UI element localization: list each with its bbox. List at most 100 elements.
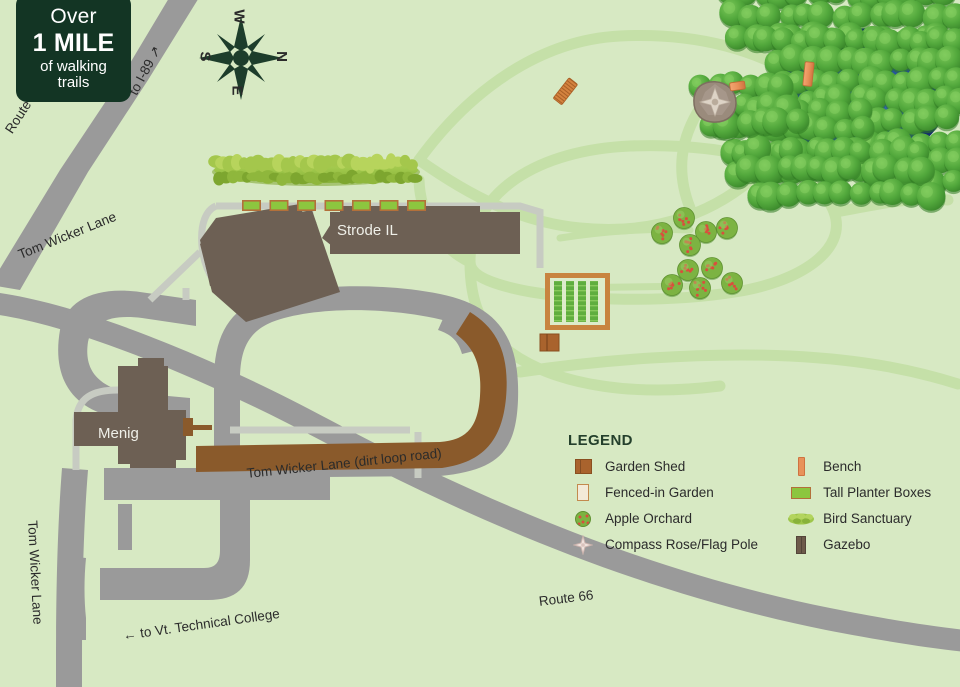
apple-tree-highlight xyxy=(724,275,733,284)
badge-line-2: 1 MILE xyxy=(32,28,115,57)
legend-label: Garden Shed xyxy=(605,459,686,474)
menig-roof-stub xyxy=(138,358,164,370)
apple-fruit xyxy=(683,266,687,270)
tree-highlight xyxy=(776,98,789,111)
forest-tree xyxy=(880,108,904,131)
bird-sanctuary-icon xyxy=(786,509,816,528)
tree-highlight xyxy=(893,139,906,152)
planter-box xyxy=(298,201,315,210)
tree-highlight xyxy=(734,144,745,155)
tree-highlight xyxy=(756,29,767,40)
legend-item-fenced-garden: Fenced-in Garden xyxy=(568,482,758,503)
apple-fruit xyxy=(706,264,710,268)
apple-fruit xyxy=(678,218,682,222)
forest-tree xyxy=(828,0,844,4)
gazebo xyxy=(693,81,737,123)
legend-item-bench: Bench xyxy=(786,456,948,477)
legend-label: Bird Sanctuary xyxy=(823,511,912,526)
tree-highlight xyxy=(760,185,773,198)
tree-highlight xyxy=(747,99,760,113)
tall-planter-boxes xyxy=(242,200,426,211)
tree-highlight xyxy=(854,51,867,64)
forest-tree xyxy=(907,156,935,184)
apple-tree-highlight xyxy=(676,210,685,219)
apple-fruit xyxy=(734,287,738,291)
planter-box xyxy=(243,201,260,210)
tree-highlight xyxy=(820,49,833,62)
tree-highlight xyxy=(866,29,878,41)
compass-rose-icon xyxy=(568,534,598,555)
tree-highlight xyxy=(758,159,771,172)
benches xyxy=(553,61,815,105)
planter-box-icon xyxy=(786,483,816,502)
forest-tree xyxy=(916,182,946,211)
legend-item-compass-rose: Compass Rose/Flag Pole xyxy=(568,534,758,555)
tree-highlight xyxy=(903,186,913,196)
tree-highlight xyxy=(759,6,770,17)
apple-fruit xyxy=(725,277,729,281)
apple-fruit xyxy=(661,233,665,237)
tree-highlight xyxy=(945,31,957,42)
tree-highlight xyxy=(875,73,887,85)
apple-fruit xyxy=(696,287,699,291)
legend-column-left: Garden Shed Fenced-in Garden Apple Orcha… xyxy=(568,456,758,555)
tree-highlight xyxy=(723,1,736,14)
planter-box xyxy=(381,201,397,210)
apple-fruit xyxy=(678,213,682,217)
tree-highlight xyxy=(758,76,771,88)
tree-highlight xyxy=(911,160,923,172)
tree-highlight xyxy=(861,69,874,81)
tom-wicker-lane-connector xyxy=(58,555,86,640)
walking-trails-badge: Over 1 MILE of walking trails xyxy=(16,0,131,103)
forest-tree xyxy=(898,0,926,28)
tree-highlight xyxy=(884,111,894,121)
tree-highlight xyxy=(947,70,958,81)
apple-fruit xyxy=(684,217,688,221)
tree-highlight xyxy=(779,184,791,196)
tree-highlight xyxy=(817,141,829,153)
tree-highlight xyxy=(691,77,702,88)
apple-fruit xyxy=(732,284,736,288)
forest-tree xyxy=(849,182,873,205)
bird-sanctuary-hedge xyxy=(208,153,423,186)
legend-column-right: Bench Tall Planter Boxes xyxy=(786,456,948,555)
apple-fruit xyxy=(723,221,727,225)
tree-highlight xyxy=(900,29,911,40)
badge-line-1: Over xyxy=(50,5,97,28)
legend-label: Apple Orchard xyxy=(605,511,693,526)
tree-highlight xyxy=(828,87,840,99)
forest-tree xyxy=(837,155,862,180)
tree-highlight xyxy=(929,29,940,40)
apple-fruit xyxy=(728,283,731,287)
forest-tree xyxy=(934,104,960,130)
tree-highlight xyxy=(920,185,933,198)
apple-tree xyxy=(689,277,711,299)
tree-highlight xyxy=(948,133,959,144)
forest-trees xyxy=(688,0,960,213)
tree-highlight xyxy=(808,27,820,39)
forest-tree xyxy=(786,108,810,132)
garden-shed xyxy=(539,333,560,352)
apple-fruit xyxy=(687,220,691,224)
tree-highlight xyxy=(740,113,752,125)
apple-fruit xyxy=(670,281,674,285)
apple-fruit xyxy=(707,231,711,235)
garden-row xyxy=(578,281,586,322)
tree-highlight xyxy=(945,6,957,18)
apple-fruit xyxy=(705,224,709,228)
tree-highlight xyxy=(840,50,852,61)
tree-highlight xyxy=(781,158,791,169)
tree-highlight xyxy=(802,49,815,62)
tree-highlight xyxy=(947,150,959,163)
tree-highlight xyxy=(917,108,929,120)
tree-highlight xyxy=(821,74,833,86)
tree-highlight xyxy=(783,7,794,17)
forest-tree xyxy=(850,115,875,140)
legend-label: Tall Planter Boxes xyxy=(823,485,932,500)
tree-highlight xyxy=(811,101,821,111)
apple-fruit xyxy=(685,268,689,272)
tree-highlight xyxy=(771,76,783,88)
tree-highlight xyxy=(853,184,863,195)
dirt-loop-road xyxy=(196,312,507,472)
tree-highlight xyxy=(930,150,942,162)
